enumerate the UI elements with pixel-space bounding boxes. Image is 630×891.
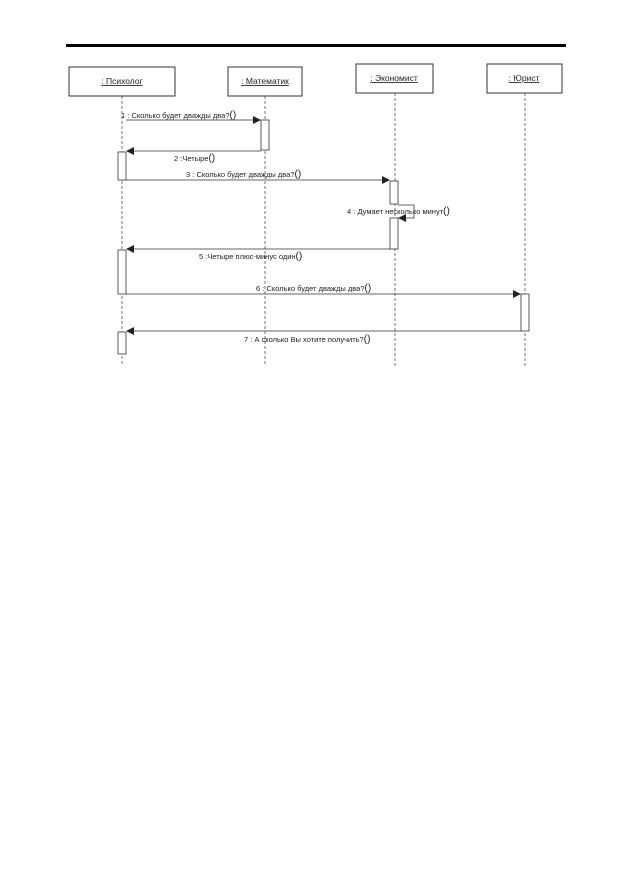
message-3: 3 : Сколько будет дважды два?() [126,169,390,184]
actor-mathematician: : Математик [227,66,303,97]
message-5-label: 5 :Четыре плюс-минус один() [199,251,302,262]
message-3-label: 3 : Сколько будет дважды два?() [186,169,301,180]
actor-lawyer-label: : Юрист [509,73,540,83]
actor-psychologist: : Психолог [68,66,176,97]
actor-mathematician-label: : Математик [241,76,289,86]
message-1: 1 : Сколько будет дважды два?() [121,110,261,124]
message-6: 6 : Сколько будет дважды два?() [126,283,521,298]
activation-lawyer-1 [520,293,530,332]
message-7-label: 7 : А сколько Вы хотите получить?() [244,334,370,345]
activation-economist-1 [389,180,399,205]
activation-psychologist-1 [117,151,127,181]
message-5: 5 :Четыре плюс-минус один() [126,245,390,262]
message-6-label: 6 : Сколько будет дважды два?() [256,283,371,294]
message-4: 4 : Думает несколько минут() [347,204,450,222]
message-2: 2 :Четыре() [126,147,261,164]
message-4-label: 4 : Думает несколько минут() [347,206,450,217]
actor-economist-label: : Экономист [370,73,418,83]
message-7: 7 : А сколько Вы хотите получить?() [126,327,521,345]
page-header-rule [66,44,566,47]
message-1-label: 1 : Сколько будет дважды два?() [121,110,236,121]
actor-lawyer: : Юрист [486,63,563,94]
actor-economist: : Экономист [355,63,434,94]
activation-psychologist-2 [117,249,127,295]
activation-psychologist-3 [117,331,127,355]
activation-mathematician-1 [260,119,270,151]
actor-psychologist-label: : Психолог [101,76,142,86]
message-2-label: 2 :Четыре() [174,153,215,164]
message-4-arrow [398,204,415,222]
activation-economist-2 [389,217,399,250]
